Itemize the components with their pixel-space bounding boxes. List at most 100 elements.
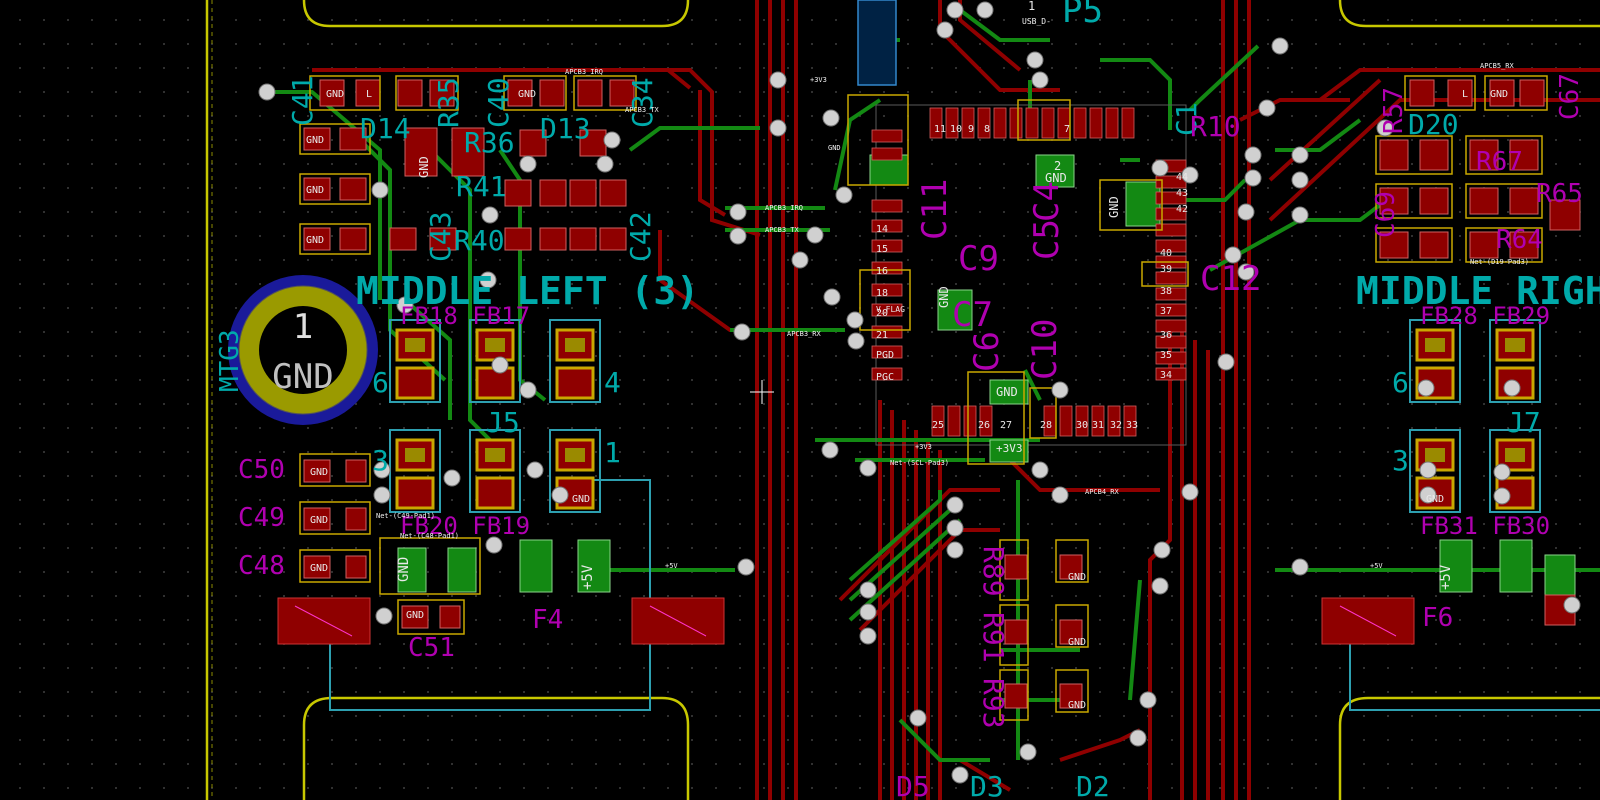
pad-pin-40: 40 bbox=[1160, 248, 1172, 259]
pad-pin-16: 16 bbox=[876, 266, 888, 277]
label-c10: C10 bbox=[1025, 319, 1065, 380]
pad-large-labels: GND +5V +5V GND GND GND GND GND +3V3 2 1… bbox=[396, 0, 1454, 590]
label-c50: C50 bbox=[238, 455, 285, 485]
pad-pin-25: 25 bbox=[932, 420, 944, 431]
pad-pin-28: 28 bbox=[1040, 420, 1052, 431]
cursor-crosshair bbox=[750, 380, 774, 404]
net-apcb4-rx: APCB4_RX bbox=[1085, 488, 1120, 496]
group-label-middle-right: MIDDLE RIGH bbox=[1356, 269, 1600, 313]
pad-pin-30: 30 bbox=[1076, 420, 1088, 431]
label-c1: C1 bbox=[1170, 102, 1203, 136]
pad-net-gnd: GND bbox=[306, 235, 324, 246]
courtyards bbox=[329, 319, 1600, 711]
pad-pin-26: 26 bbox=[978, 420, 990, 431]
label-r67: R67 bbox=[1476, 147, 1523, 177]
label-c6: C6 bbox=[967, 331, 1007, 372]
label-r35: R35 bbox=[432, 77, 465, 128]
pad-net-gnd: GND bbox=[310, 563, 328, 574]
label-p5: P5 bbox=[1062, 0, 1103, 31]
label-r57: R57 bbox=[1379, 87, 1409, 134]
label-d13: D13 bbox=[540, 112, 591, 145]
label-c69: C69 bbox=[1371, 191, 1401, 238]
net-apcb3-irq-b: APCB3_IRQ bbox=[765, 204, 803, 212]
pad-net-gnd: GND bbox=[1426, 494, 1444, 505]
label-pin6-left: 6 bbox=[372, 366, 389, 399]
net-gnd-small: GND bbox=[828, 144, 841, 152]
net-apcb3-tx-b: APCB3_TX bbox=[765, 226, 800, 234]
label-r10: R10 bbox=[1190, 110, 1241, 143]
pad-pin-15: 15 bbox=[876, 244, 888, 255]
pad-net-gnd: GND bbox=[306, 185, 324, 196]
net-apcb3-rx: APCB3_RX bbox=[787, 330, 822, 338]
group-label-middle-left: MIDDLE LEFT (3) bbox=[356, 269, 699, 313]
label-r93: R93 bbox=[977, 678, 1010, 729]
mounting-hole-mtg3[interactable]: 1 GND bbox=[228, 275, 378, 425]
pad-net-gnd: GND bbox=[326, 89, 344, 100]
pad-pin-38: 38 bbox=[1160, 286, 1172, 297]
label-r41: R41 bbox=[456, 170, 507, 203]
pad-labels: GND L GND GND GND GND GND L GND GND GND … bbox=[306, 89, 1508, 711]
net-c48-pad1: Net-(C48-Pad1) bbox=[400, 532, 459, 540]
label-j5: J5 bbox=[486, 406, 520, 439]
label-d20: D20 bbox=[1408, 108, 1459, 141]
pad-pin-9: 9 bbox=[968, 124, 974, 135]
pad-pin-1: 1 bbox=[1028, 0, 1035, 13]
label-fb-right: FB28 FB29 bbox=[1420, 302, 1550, 330]
pad-pin-37: 37 bbox=[1160, 306, 1172, 317]
pad-pin-42: 42 bbox=[1176, 204, 1188, 215]
label-c51: C51 bbox=[408, 633, 455, 663]
label-mtg3: MTG3 bbox=[215, 329, 245, 392]
pad-net-gnd: GND bbox=[518, 89, 536, 100]
pad-net-gnd-large: GND bbox=[396, 557, 412, 582]
label-c42: C42 bbox=[624, 211, 657, 262]
silk-back-labels: C50 C49 C48 FB18 FB17 FB20 FB19 F4 C51 R… bbox=[238, 73, 1585, 800]
net-apcb5-rx: APCB5_RX bbox=[1480, 62, 1515, 70]
pad-pin-43: 43 bbox=[1176, 188, 1188, 199]
pad-pin-36: 36 bbox=[1160, 330, 1172, 341]
label-pin3-right: 3 bbox=[1392, 444, 1409, 477]
pad-net-plus3v3: +3V3 bbox=[996, 442, 1023, 455]
label-r65: R65 bbox=[1536, 179, 1583, 209]
back-pads bbox=[397, 154, 1576, 596]
label-c9: C9 bbox=[958, 239, 999, 279]
pad-net-gnd: GND bbox=[1045, 171, 1067, 185]
label-r36: R36 bbox=[464, 126, 515, 159]
pad-net-gnd: GND bbox=[996, 385, 1018, 399]
label-f6: F6 bbox=[1422, 603, 1453, 633]
label-c49: C49 bbox=[238, 503, 285, 533]
net-labels: APCB3_IRQ APCB3_TX APCB3_IRQ APCB3_TX AP… bbox=[376, 17, 1529, 570]
net-scl-pad3: Net-(SCL-Pad3) bbox=[890, 459, 949, 467]
label-r91: R91 bbox=[977, 612, 1010, 663]
mtg3-pad-net: GND bbox=[272, 357, 333, 397]
pad-net-gnd: GND bbox=[1107, 196, 1121, 218]
label-f4: F4 bbox=[532, 605, 563, 635]
label-c43: C43 bbox=[424, 211, 457, 262]
pad-pin-21: 21 bbox=[876, 330, 888, 341]
net-d19-pad3: Net-(D19-Pad3) bbox=[1470, 258, 1529, 266]
label-c4: C4 bbox=[1027, 181, 1067, 222]
pad-net-plus5v-left: +5V bbox=[580, 564, 596, 590]
label-r64: R64 bbox=[1496, 225, 1543, 255]
pad-net-gnd: GND bbox=[937, 286, 951, 308]
pad-net-pgc: PGC bbox=[876, 372, 894, 383]
pad-net-gnd: GND bbox=[310, 467, 328, 478]
net-usb-d-minus: USB_D- bbox=[1022, 17, 1051, 26]
label-d2: D2 bbox=[1076, 770, 1110, 800]
pad-net-gnd: GND bbox=[406, 610, 424, 621]
label-c67: C67 bbox=[1555, 73, 1585, 120]
label-d5: D5 bbox=[896, 770, 930, 800]
label-c41: C41 bbox=[286, 75, 319, 126]
pad-pin-7: 7 bbox=[1064, 124, 1070, 135]
label-pin6-right: 6 bbox=[1392, 366, 1409, 399]
label-pin1-left: 1 bbox=[604, 436, 621, 469]
net-plus5v-a: +5V bbox=[665, 562, 678, 570]
pad-net-gnd: GND bbox=[1068, 572, 1086, 583]
pad-pin-32: 32 bbox=[1110, 420, 1122, 431]
net-apcb3-irq: APCB3_IRQ bbox=[565, 68, 603, 76]
label-fb-left-bottom: FB20 FB19 bbox=[400, 512, 530, 540]
label-c40: C40 bbox=[482, 77, 515, 128]
pad-net-plus5v-right: +5V bbox=[1438, 564, 1454, 590]
pad-pin-35: 35 bbox=[1160, 350, 1172, 361]
